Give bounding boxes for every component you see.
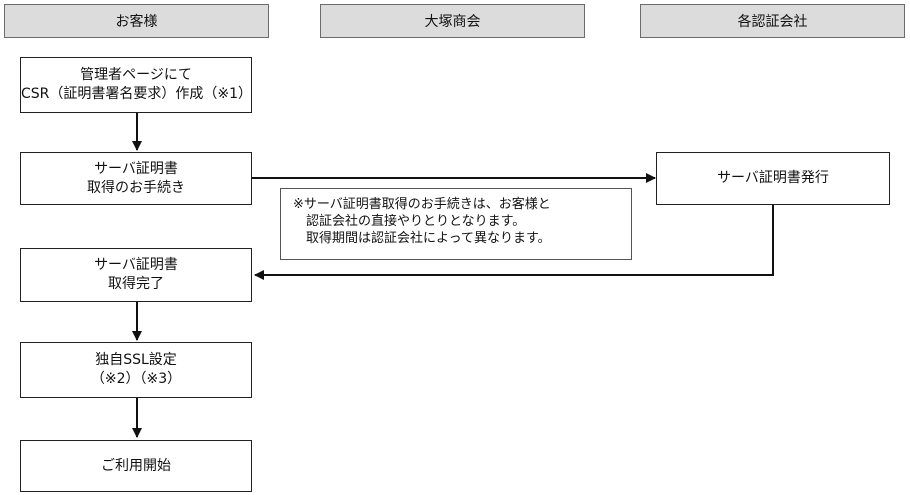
arrow-issue-to-acquired bbox=[254, 205, 774, 280]
column-header-certificate-authority: 各認証会社 bbox=[640, 4, 905, 38]
step-create-csr-line-2: CSR（証明書署名要求）作成（※1） bbox=[21, 86, 253, 102]
procedure-note: ※サーバ証明書取得のお手続きは、お客様と 認証会社の直接やりとりとなります。 取… bbox=[280, 188, 632, 260]
step-issue-certificate: サーバ証明書発行 bbox=[656, 152, 890, 205]
step-apply: サーバ証明書 取得のお手続き bbox=[20, 152, 252, 205]
step-create-csr: 管理者ページにて CSR（証明書署名要求）作成（※1） bbox=[20, 57, 252, 113]
step-apply-line-2: 取得のお手続き bbox=[87, 179, 185, 196]
step-acquired-line-1: サーバ証明書 bbox=[94, 257, 178, 273]
step-ssl-setup-line-2: （※2）（※3） bbox=[90, 371, 182, 387]
step-ssl-setup-line-1: 独自SSL設定 bbox=[95, 352, 177, 368]
step-apply-line-1: サーバ証明書 bbox=[94, 160, 178, 177]
step-create-csr-line-1: 管理者ページにて bbox=[80, 67, 192, 83]
step-issue-line-1: サーバ証明書発行 bbox=[717, 170, 829, 186]
column-header-otsuka: 大塚商会 bbox=[320, 4, 585, 38]
step-start-use-line-1: ご利用開始 bbox=[101, 457, 171, 474]
step-ssl-setup: 独自SSL設定 （※2）（※3） bbox=[20, 342, 252, 398]
column-header-otsuka-label: 大塚商会 bbox=[424, 14, 481, 30]
column-header-customer-label: お客様 bbox=[115, 14, 158, 30]
step-acquired: サーバ証明書 取得完了 bbox=[20, 248, 252, 302]
column-header-customer: お客様 bbox=[4, 4, 269, 38]
step-start-use: ご利用開始 bbox=[20, 440, 252, 492]
note-line-1: ※サーバ証明書取得のお手続きは、お客様と bbox=[293, 197, 551, 212]
note-line-2: 認証会社の直接やりとりとなります。 bbox=[293, 214, 526, 229]
step-acquired-line-2: 取得完了 bbox=[108, 276, 164, 292]
column-header-ca-label: 各認証会社 bbox=[737, 14, 808, 30]
note-line-3: 取得期間は認証会社によって異なります。 bbox=[293, 231, 551, 246]
